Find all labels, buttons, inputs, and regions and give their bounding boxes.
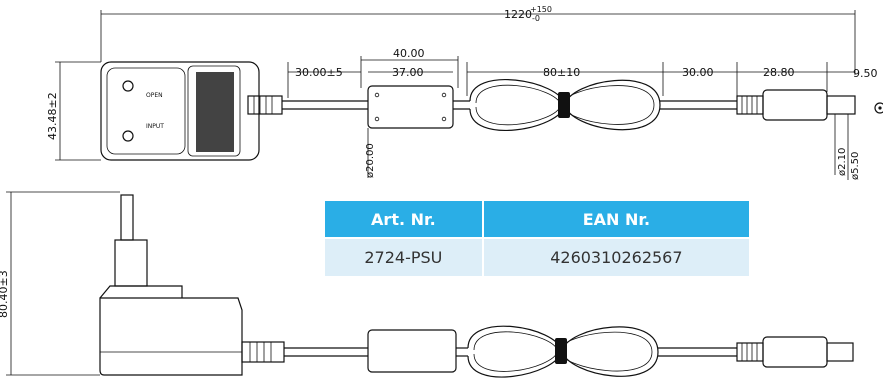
dc-plug-top: 28.80 9.50 ø2.10 ø5.50 xyxy=(736,62,883,180)
adapter-ferrite-dimension: 30.00±5 xyxy=(287,62,361,98)
ferrite-inner-label: 37.00 xyxy=(392,66,424,79)
adapter-housing-top: OPEN INPUT xyxy=(100,61,283,161)
cable-segment-3: 30.00 xyxy=(660,62,738,110)
art-nr-cell: 2724-PSU xyxy=(325,237,483,276)
tip-length-label: 9.50 xyxy=(853,67,878,80)
total-tolerance-plus: +150 xyxy=(530,5,552,14)
open-label: OPEN xyxy=(146,92,163,99)
table-row: 2724-PSU 4260310262567 xyxy=(325,237,749,276)
coil-length-label: 80±10 xyxy=(543,66,580,79)
adapter-ferrite-label: 30.00±5 xyxy=(295,66,343,79)
pin-outer-diameter-label: ø5.50 xyxy=(850,152,861,180)
ean-nr-cell: 4260310262567 xyxy=(481,237,749,276)
ferrite-core-top: 40.00 37.00 ø20.00 xyxy=(360,47,459,178)
overall-height-label: 80.40±3 xyxy=(0,270,10,318)
dc-plug-side xyxy=(736,336,854,368)
art-nr-header: Art. Nr. xyxy=(325,201,483,238)
ean-nr-header: EAN Nr. xyxy=(481,201,749,238)
article-table: Art. Nr. EAN Nr. 2724-PSU 4260310262567 xyxy=(325,201,749,276)
cable-segment-2 xyxy=(453,100,470,110)
coil-plug-label: 30.00 xyxy=(682,66,714,79)
total-length-label: 1220 xyxy=(504,8,532,21)
pin-inner-diameter-label: ø2.10 xyxy=(837,148,848,176)
plug-length-label: 28.80 xyxy=(763,66,795,79)
ferrite-outer-label: 40.00 xyxy=(393,47,425,60)
housing-height-label: 43.48±2 xyxy=(46,92,59,140)
ferrite-diameter-label: ø20.00 xyxy=(365,143,376,178)
overall-height-dimension: 80.40±3 xyxy=(0,191,120,376)
cable-coil-top: 80±10 xyxy=(466,62,664,131)
cable-segment-1 xyxy=(282,100,368,110)
input-label: INPUT xyxy=(146,123,164,130)
housing-height-dimension: 43.48±2 xyxy=(46,61,101,161)
total-length-dimension: 1220 +150 -0 xyxy=(100,5,856,75)
cable-side xyxy=(284,325,737,378)
total-tolerance-minus: -0 xyxy=(532,14,540,23)
adapter-housing-side xyxy=(99,194,285,376)
